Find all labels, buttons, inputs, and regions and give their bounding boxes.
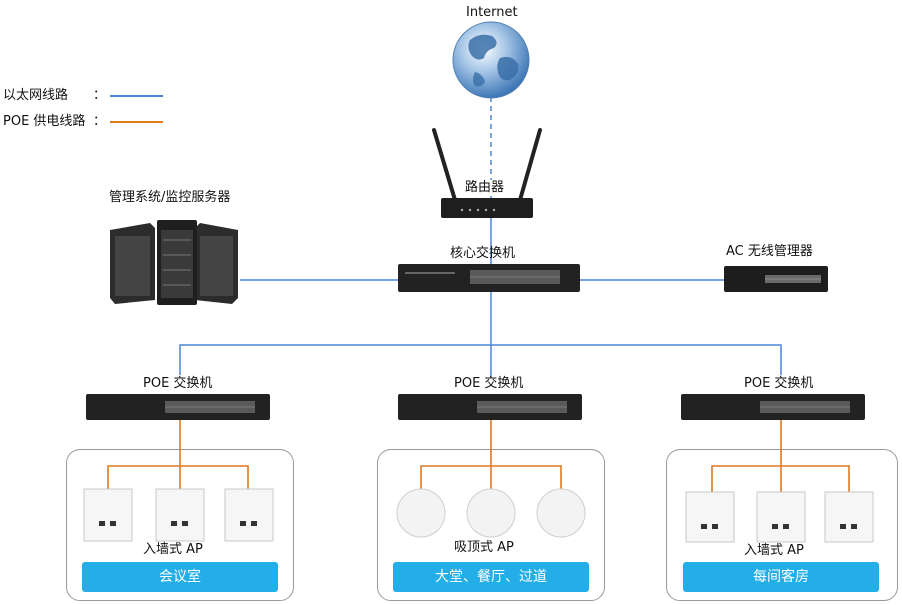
legend-poe-label: POE 供电线路 <box>3 114 86 129</box>
area-left-location: 会议室 <box>82 562 278 592</box>
area-mid-location: 大堂、餐厅、过道 <box>393 562 589 592</box>
area-left-ap-type: 入墙式 AP <box>143 542 203 557</box>
poe-left-branch <box>107 465 249 489</box>
poe-switch-left-label: POE 交换机 <box>143 376 213 391</box>
area-mid-ap-type: 吸顶式 AP <box>454 540 514 555</box>
area-right-location: 每间客房 <box>683 562 879 592</box>
legend-ethernet-label: 以太网线路 <box>3 88 69 103</box>
poe-switch-right-label: POE 交换机 <box>744 376 814 391</box>
distribution-link <box>179 344 782 375</box>
legend-ethernet-colon: ： <box>93 88 107 103</box>
area-right-ap-type: 入墙式 AP <box>744 543 804 558</box>
ac-controller-label: AC 无线管理器 <box>726 244 813 259</box>
router-label: 路由器 <box>464 180 506 196</box>
legend-poe-colon: ： <box>93 114 107 129</box>
core-switch-label: 核心交换机 <box>450 246 516 261</box>
poe-switch-mid-label: POE 交换机 <box>454 376 524 391</box>
internet-label: Internet <box>466 5 518 20</box>
servers-label: 管理系统/监控服务器 <box>109 190 231 205</box>
